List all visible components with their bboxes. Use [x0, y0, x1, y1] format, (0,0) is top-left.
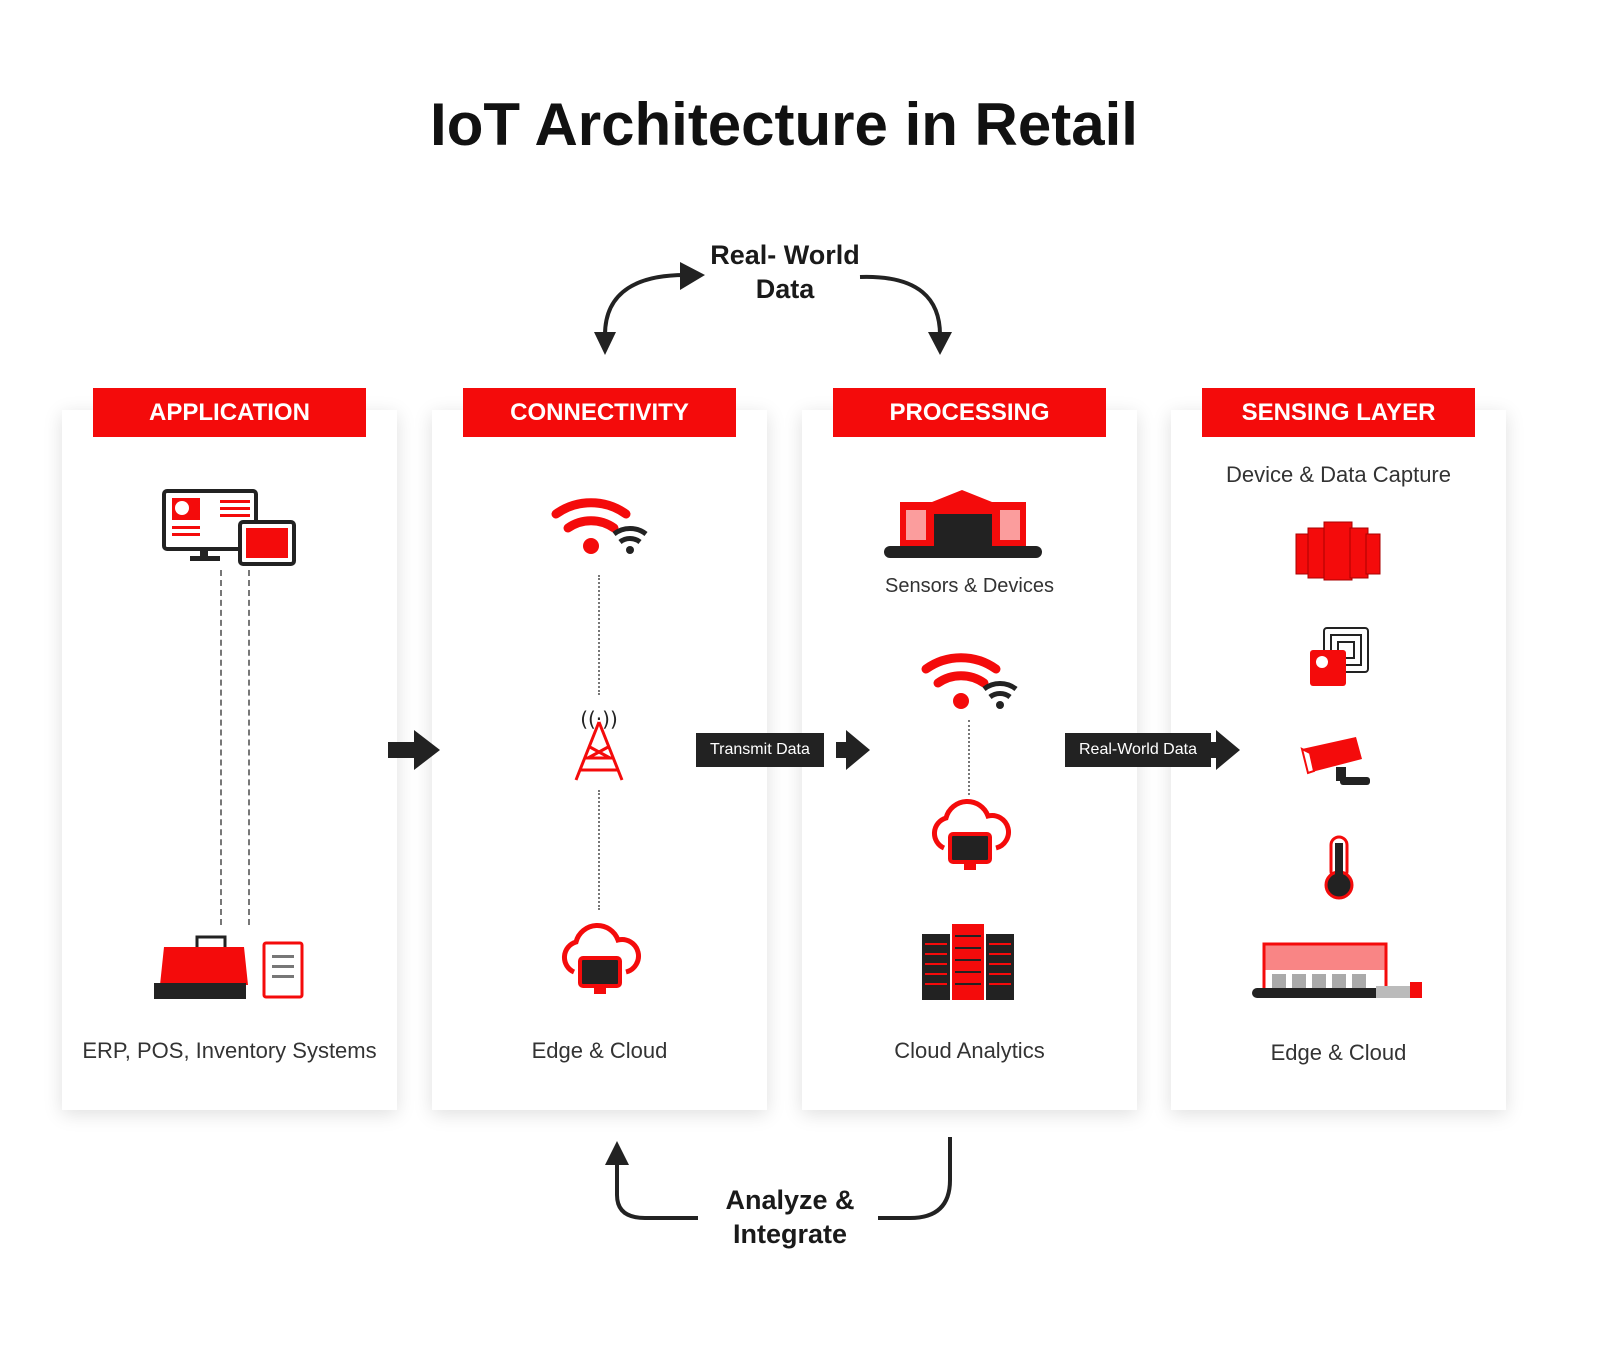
device-data-capture-label: Device & Data Capture	[1226, 462, 1451, 487]
right-arrow-icon	[1206, 730, 1240, 770]
top-cycle-arrows	[594, 262, 952, 355]
dashboard-monitor-icon	[162, 489, 296, 566]
store-building-icon	[884, 490, 1042, 558]
real-world-data-tag: Real-World Data	[1065, 733, 1211, 767]
dotted-connector	[598, 575, 600, 695]
processing-label: Cloud Analytics	[894, 1038, 1045, 1063]
right-arrow-icon	[388, 730, 440, 770]
transmit-data-tag: Transmit Data	[696, 733, 824, 767]
sensors-devices-label: Sensors & Devices	[885, 575, 1054, 597]
bottom-cycle-arrows	[605, 1137, 952, 1220]
dashed-connector	[248, 570, 250, 925]
dashed-connector	[220, 570, 222, 925]
server-cabinets-icon	[1295, 521, 1381, 581]
dotted-connector	[598, 790, 600, 910]
header-processing: PROCESSING	[833, 388, 1106, 437]
server-racks-icon	[922, 924, 1014, 1000]
rfid-tag-icon	[1310, 627, 1369, 686]
analyze-integrate-label: Analyze & Integrate	[725, 1185, 855, 1249]
header-connectivity: CONNECTIVITY	[463, 388, 736, 437]
page-title: IoT Architecture in Retail	[430, 91, 1138, 158]
cloud-computer-icon	[562, 922, 641, 994]
sensing-label: Edge & Cloud	[1270, 1040, 1407, 1065]
header-sensing: SENSING LAYER	[1202, 388, 1475, 437]
header-application: APPLICATION	[93, 388, 366, 437]
wifi-icon	[921, 653, 1018, 709]
cell-tower-icon: ((·))	[574, 707, 624, 781]
svg-text:((·)): ((·))	[580, 707, 618, 731]
security-camera-icon	[1300, 737, 1370, 785]
thermometer-icon	[1324, 835, 1354, 900]
cloud-computer-icon	[932, 798, 1011, 870]
real-world-data-label: Real- World Data	[710, 240, 860, 304]
application-label: ERP, POS, Inventory Systems	[82, 1038, 377, 1063]
warehouse-truck-icon	[1252, 942, 1422, 998]
dotted-connector	[968, 720, 970, 795]
right-arrow-icon	[836, 730, 870, 770]
connectivity-label: Edge & Cloud	[531, 1038, 668, 1063]
wifi-icon	[551, 498, 648, 554]
cash-register-icon	[154, 935, 304, 999]
